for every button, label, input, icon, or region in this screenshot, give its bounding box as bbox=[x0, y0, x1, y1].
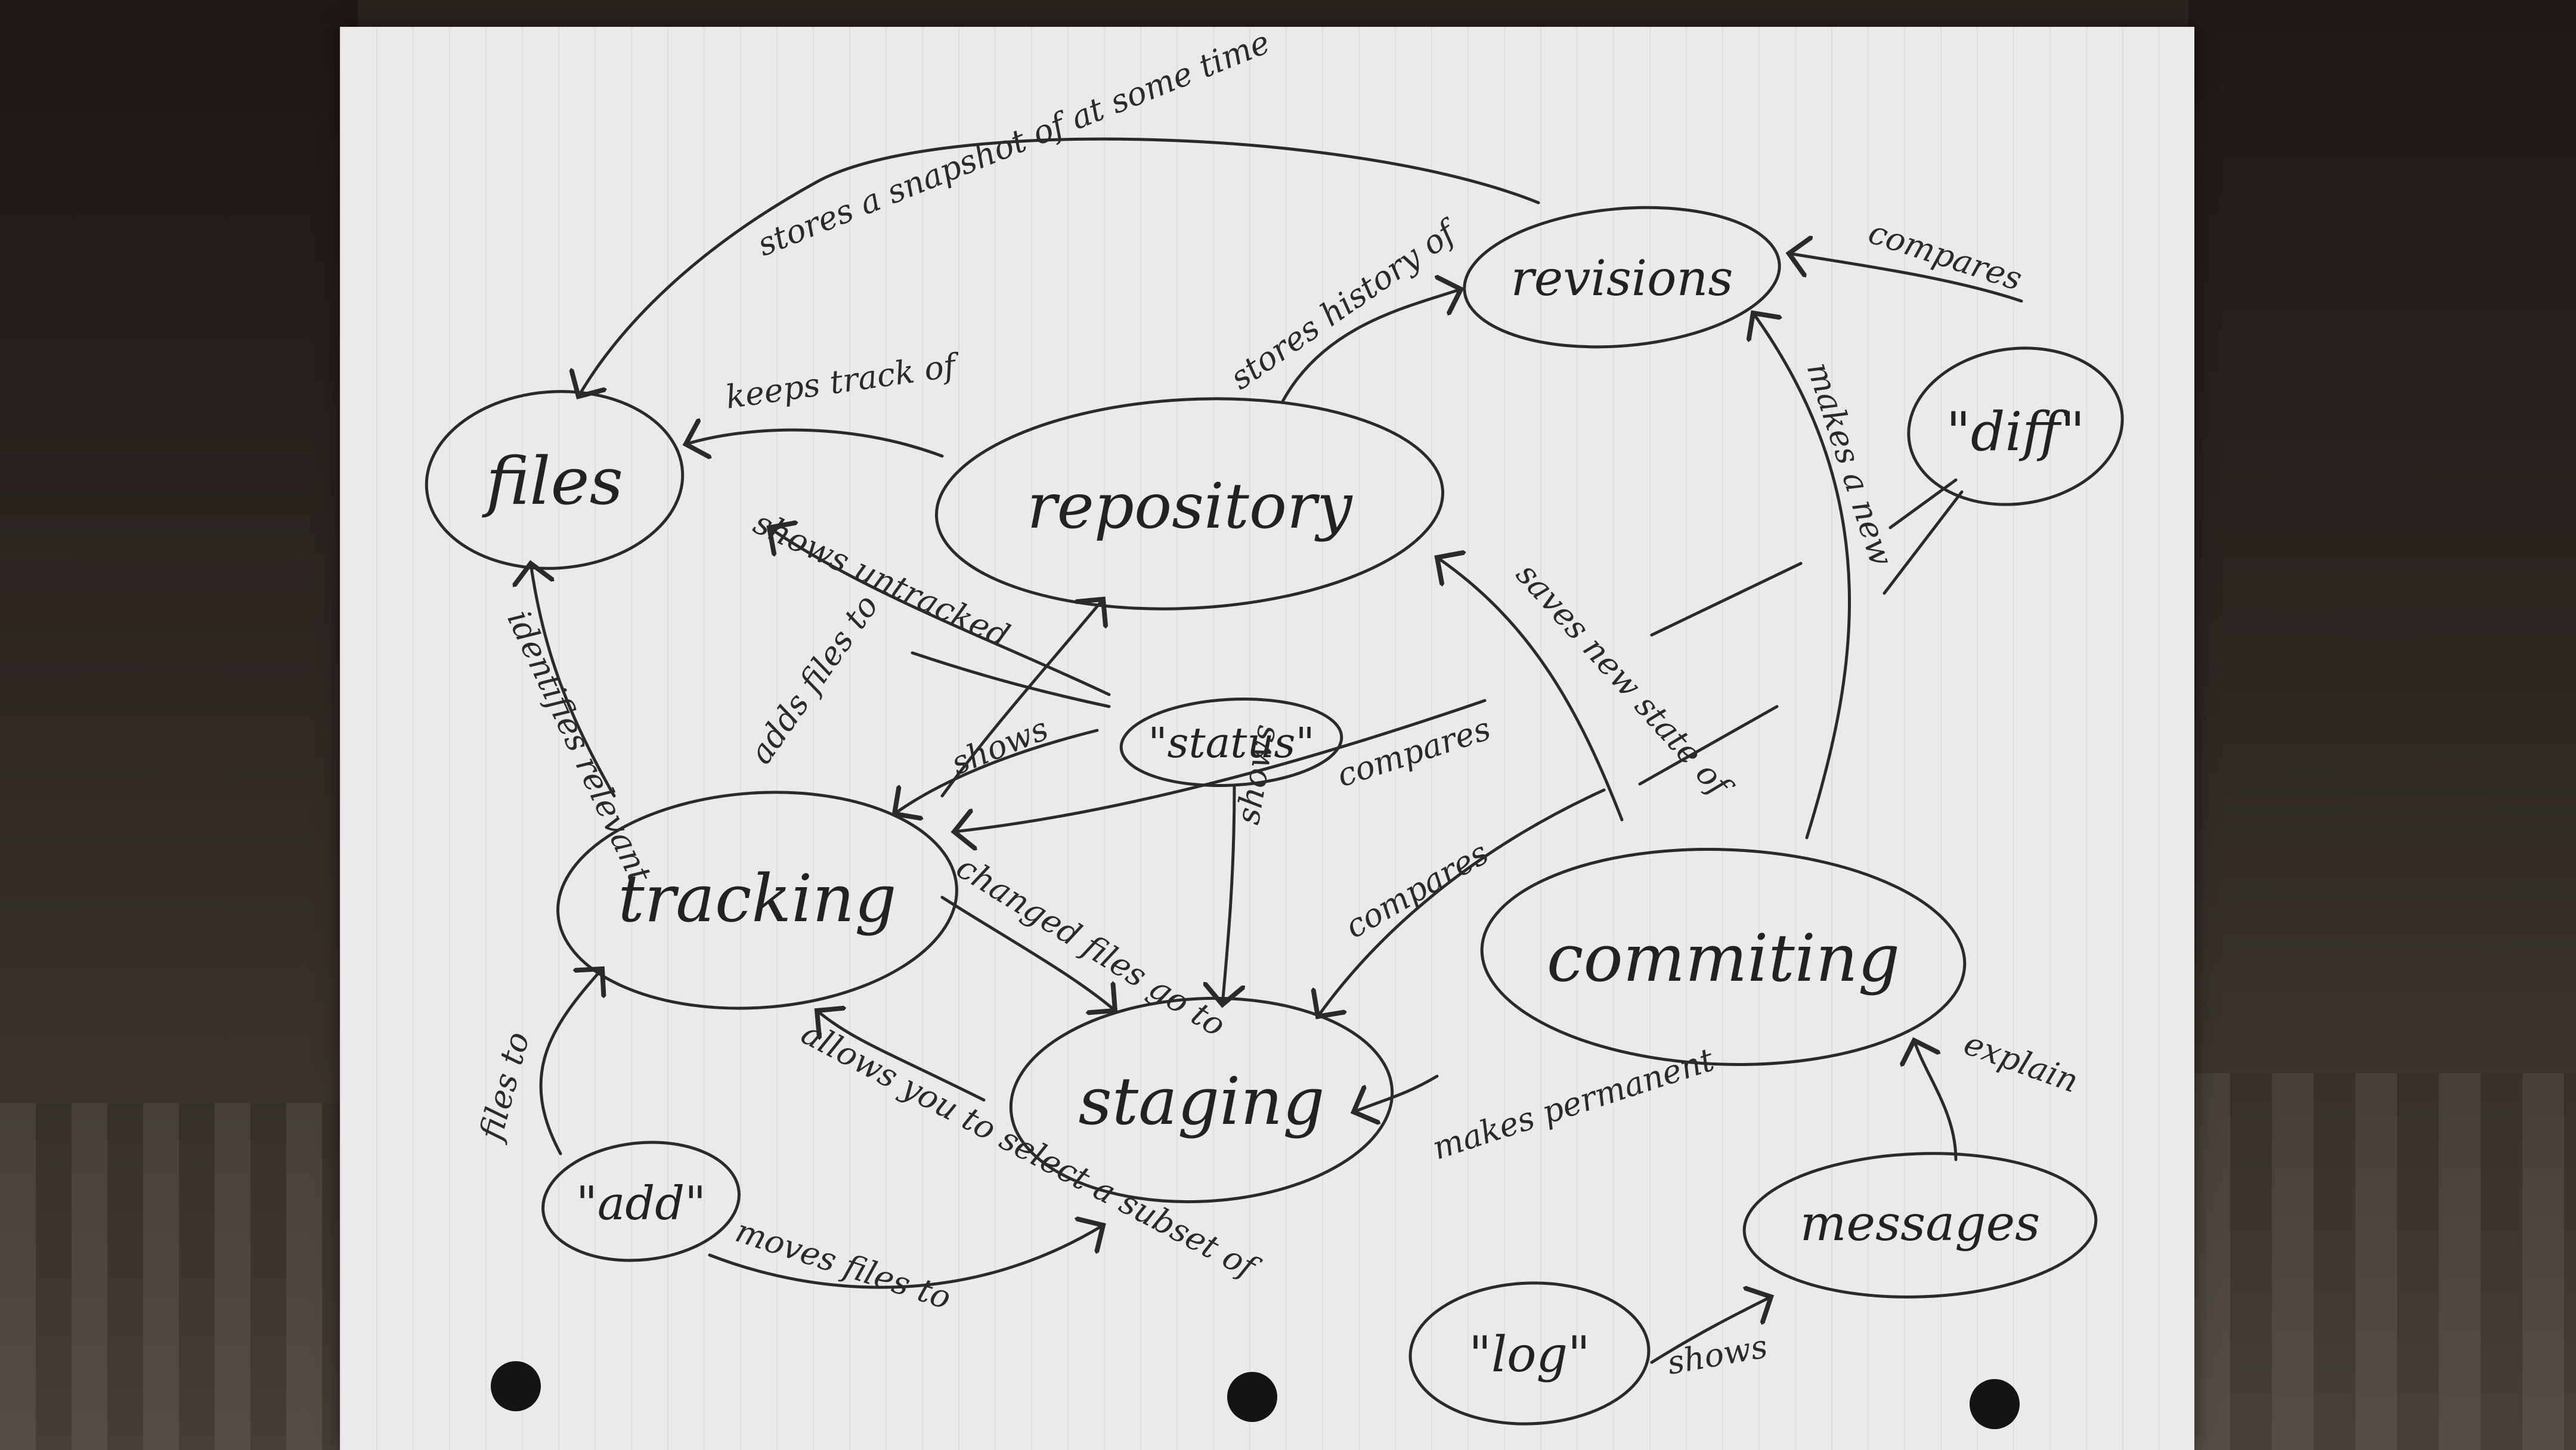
label-files-to: files to bbox=[472, 1028, 537, 1146]
edge-saves-new-state bbox=[1437, 557, 1624, 822]
edge-moves-files-to bbox=[708, 1225, 1103, 1289]
node-label-revisions: revisions bbox=[1511, 250, 1733, 307]
edge-identifies-relevant bbox=[531, 563, 616, 798]
label-identifies-relevant: identifies relevant bbox=[500, 605, 659, 889]
label-compares-status: compares bbox=[1333, 709, 1496, 794]
stroke-diff-4 bbox=[1638, 705, 1779, 786]
node-tracking: tracking bbox=[556, 791, 958, 1010]
label-compares-diff: compares bbox=[1864, 213, 2027, 298]
label-saves-new-state: saves new state of bbox=[1509, 556, 1740, 807]
label-explain: explain bbox=[1959, 1024, 2083, 1100]
node-repository: repository bbox=[934, 397, 1445, 611]
node-log: "log" bbox=[1408, 1281, 1651, 1426]
node-add: "add" bbox=[541, 1141, 741, 1262]
background-left bbox=[0, 0, 358, 1450]
node-label-repository: repository bbox=[1027, 470, 1353, 543]
label-allows-subset: allows you to select a subset of bbox=[795, 1014, 1266, 1288]
node-staging: staging bbox=[1009, 996, 1394, 1204]
node-label-diff: "diff" bbox=[1946, 401, 2085, 463]
node-label-status: "status" bbox=[1148, 718, 1314, 767]
stroke-status-files bbox=[911, 651, 1111, 708]
node-label-files: files bbox=[482, 443, 623, 519]
edge-shows-staging bbox=[1222, 785, 1234, 1005]
node-commiting: commiting bbox=[1480, 848, 1967, 1066]
label-compares-commit: compares bbox=[1339, 834, 1495, 946]
stroke-diff-2 bbox=[1883, 490, 1964, 595]
label-moves-files-to: moves files to bbox=[731, 1212, 955, 1316]
edge-compares-diff bbox=[1789, 253, 2023, 303]
label-keeps-track: keeps track of bbox=[723, 346, 962, 416]
node-label-commiting: commiting bbox=[1547, 920, 1900, 996]
edge-stores-history bbox=[1280, 289, 1461, 404]
binder-hole-left bbox=[491, 1361, 541, 1411]
node-label-tracking: tracking bbox=[618, 860, 896, 937]
edge-compares-commit bbox=[1318, 788, 1606, 1017]
binder-hole-right bbox=[1970, 1379, 2020, 1429]
node-files: files bbox=[425, 390, 685, 570]
label-stores-history: stores history of bbox=[1223, 211, 1466, 396]
stroke-diff-1 bbox=[1888, 478, 1958, 529]
node-revisions: revisions bbox=[1463, 206, 1781, 349]
tablecloth-left bbox=[0, 1103, 358, 1450]
edge-stores-snapshot bbox=[578, 137, 1540, 396]
label-makes-permanent: makes permanent bbox=[1428, 1040, 1719, 1167]
edge-shows-untracked bbox=[769, 528, 1111, 696]
concept-map: files repository revisions "diff" "statu… bbox=[425, 27, 2124, 1429]
label-makes-new: makes a new bbox=[1800, 358, 1901, 571]
edge-allows-subset bbox=[817, 1011, 986, 1102]
node-messages: messages bbox=[1742, 1152, 2098, 1299]
edge-makes-permanent bbox=[1354, 1074, 1439, 1112]
node-diff: "diff" bbox=[1907, 346, 2124, 506]
stroke-diff-3 bbox=[1650, 562, 1803, 637]
node-status: "status" bbox=[1119, 697, 1343, 788]
binder-hole-middle bbox=[1227, 1372, 1277, 1422]
edge-keeps-track bbox=[686, 430, 944, 456]
background-right bbox=[2188, 0, 2576, 1450]
node-label-staging: staging bbox=[1078, 1063, 1324, 1139]
node-label-log: "log" bbox=[1469, 1327, 1590, 1383]
edge-changed-files bbox=[940, 896, 1115, 1011]
label-changed-files: changed files go to bbox=[950, 848, 1232, 1044]
node-label-messages: messages bbox=[1800, 1195, 2040, 1252]
edge-shows-tracking bbox=[894, 729, 1099, 814]
edge-log-shows bbox=[1650, 1297, 1771, 1364]
edge-makes-new bbox=[1753, 313, 1852, 839]
label-stores-snapshot: stores a snapshot of at some time bbox=[752, 27, 1275, 264]
tablecloth-right bbox=[2188, 1073, 2576, 1450]
edge-explain bbox=[1914, 1040, 1958, 1161]
notebook-paper: files repository revisions "diff" "statu… bbox=[340, 27, 2194, 1450]
label-adds-files-to: adds files to bbox=[742, 588, 886, 771]
edge-files-to bbox=[539, 969, 602, 1155]
label-shows-untracked: shows untracked bbox=[748, 504, 1015, 655]
node-label-add: "add" bbox=[576, 1177, 706, 1231]
edge-adds-files-to bbox=[940, 599, 1103, 798]
label-log-shows: shows bbox=[1664, 1327, 1770, 1381]
